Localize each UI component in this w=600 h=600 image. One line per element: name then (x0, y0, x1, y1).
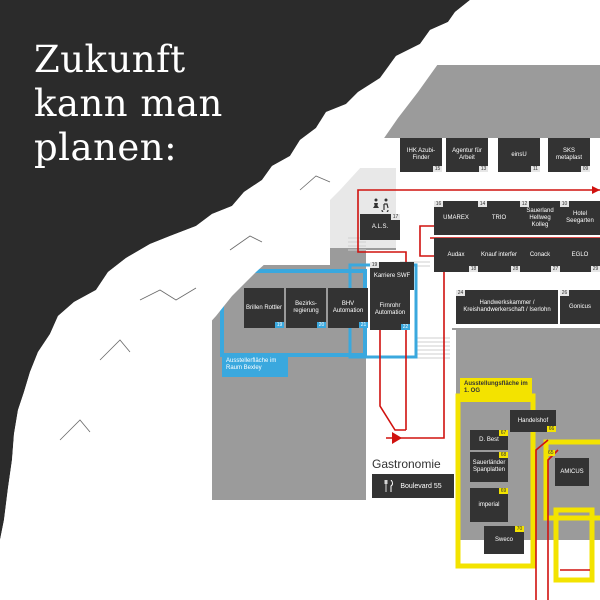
stand-bhv-automation: BHV Automation 21 (328, 288, 368, 328)
fork-knife-icon (384, 480, 394, 492)
headline-line-1: Zukunft (34, 38, 186, 81)
stand-amicus: AMICUS 65 (547, 450, 589, 486)
yellow-area-caption: Ausstellungsfläche im 1. OG (460, 378, 532, 402)
stand-audax: Audax 18 (434, 238, 478, 272)
stand-hotel-seegarten: Hotel Seegarten 10 (560, 201, 600, 235)
gastronomie-label: Gastronomie (372, 457, 441, 471)
stand-sauerlaender-spanplatten: Sauerländer Spanplatten 68 (470, 452, 508, 482)
stand-bezirksregierung: Bezirks-regierung 20 (286, 288, 326, 328)
stand-umarex: UMAREX 16 (434, 201, 478, 235)
stand-brillen-rottler: Brillen Rottler 19 (244, 288, 284, 328)
stand-conack: Conack 27 (520, 238, 560, 272)
headline-line-3: planen: (34, 126, 178, 169)
stand-agentur: Agentur für Arbeit 13 (446, 138, 488, 172)
blue-area-caption: Ausstellerfläche im Raum Bexley (222, 355, 288, 377)
stand-handwerkskammer: Handwerkskammer / Kreishandwerkerschaft … (456, 290, 558, 324)
stand-imperial: imperial 69 (470, 488, 508, 522)
stand-gonicus: Gonicus 26 (560, 290, 600, 324)
stand-firnrohr-automation: Firnrohr Automation 22 (370, 290, 410, 330)
stand-knauf: Knauf interfer 28 (478, 238, 520, 272)
stand-einsu: einsU 11 (498, 138, 540, 172)
boulevard-box: Boulevard 55 (372, 474, 454, 498)
restroom-icon (372, 198, 392, 215)
stand-sweco: Sweco 70 (484, 526, 524, 554)
stand-sks: SKS metaplast 09 (548, 138, 590, 172)
headline: Zukunft kann man planen: (34, 38, 223, 170)
stand-d-best: D. Best 67 (470, 430, 508, 450)
stand-eglo: EGLO 29 (560, 238, 600, 272)
stand-karriere-swf: Karriere SWF 19 (370, 262, 414, 290)
stand-ihk: IHK Azubi-Finder 15 (400, 138, 442, 172)
stand-als: A.L.S. 17 (360, 214, 400, 240)
boulevard-label: Boulevard 55 (400, 482, 442, 490)
stand-handelshof: Handelshof 66 (510, 410, 556, 432)
stand-sauerland-kolleg: Sauerland Hellweg Kolleg 12 (520, 201, 560, 235)
headline-line-2: kann man (34, 82, 223, 125)
stand-trio: TRIO 14 (478, 201, 520, 235)
